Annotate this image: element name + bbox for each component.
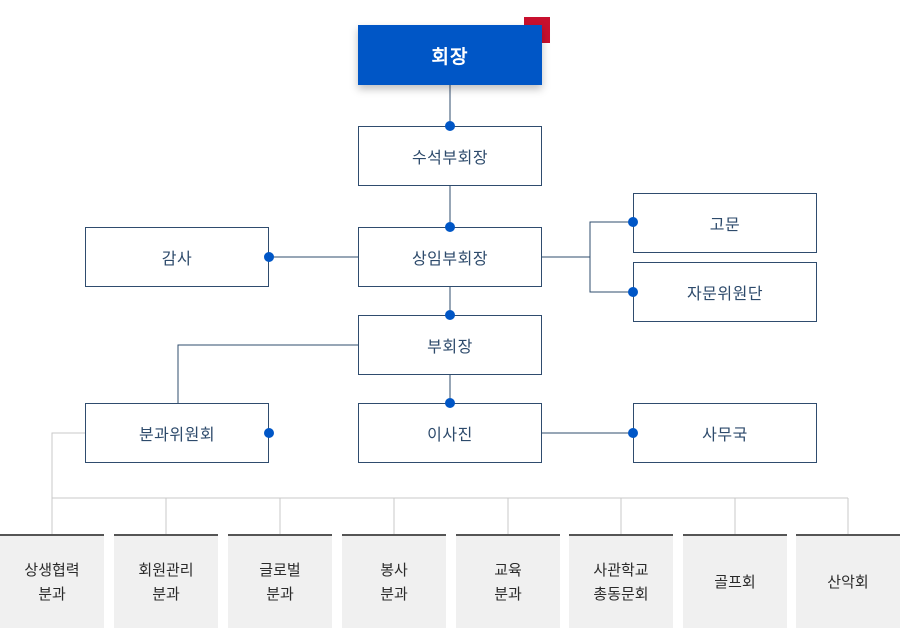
committee-line2: 분과 bbox=[152, 585, 180, 603]
vice-chairman-box: 부회장 bbox=[358, 315, 542, 375]
connector-dot bbox=[264, 252, 274, 262]
connector-dot bbox=[445, 398, 455, 408]
committee-box: 산악회 bbox=[796, 534, 900, 628]
connector-dot bbox=[264, 428, 274, 438]
committee-line2: 총동문회 bbox=[593, 585, 649, 603]
committee-line1: 회원관리 bbox=[138, 561, 194, 579]
secretariat-box: 사무국 bbox=[633, 403, 817, 463]
connector-dot bbox=[445, 121, 455, 131]
connector-dot bbox=[445, 310, 455, 320]
committee-line2: 분과 bbox=[38, 585, 66, 603]
senior-vice-chairman-label: 수석부회장 bbox=[411, 148, 489, 167]
auditor-box: 감사 bbox=[85, 227, 269, 287]
connector-dot bbox=[628, 287, 638, 297]
connector-dot bbox=[445, 222, 455, 232]
committee-line2: 분과 bbox=[494, 585, 522, 603]
committee-line1: 사관학교 bbox=[593, 561, 649, 579]
advisory-board-box: 자문위원단 bbox=[633, 262, 817, 322]
auditor-label: 감사 bbox=[161, 249, 193, 268]
subcommittee-board-box: 분과위원회 bbox=[85, 403, 269, 463]
committee-line2: 분과 bbox=[266, 585, 294, 603]
secretariat-label: 사무국 bbox=[702, 425, 748, 444]
vice-chairman-label: 부회장 bbox=[427, 337, 473, 356]
standing-vice-chairman-box: 상임부회장 bbox=[358, 227, 542, 287]
advisory-board-label: 자문위원단 bbox=[686, 284, 764, 303]
committee-line1: 산악회 bbox=[827, 573, 869, 591]
committee-line1: 골프회 bbox=[714, 573, 756, 591]
advisor-label: 고문 bbox=[709, 215, 741, 234]
standing-vice-chairman-label: 상임부회장 bbox=[411, 249, 489, 268]
chairman-label: 회장 bbox=[431, 45, 469, 68]
committee-line1: 봉사 bbox=[380, 561, 408, 579]
committee-line1: 교육 bbox=[494, 561, 522, 579]
committee-line2: 분과 bbox=[380, 585, 408, 603]
committee-line1: 글로벌 bbox=[259, 561, 301, 579]
board-of-directors-box: 이사진 bbox=[358, 403, 542, 463]
board-of-directors-label: 이사진 bbox=[427, 425, 473, 444]
committee-box: 골프회 bbox=[683, 534, 787, 628]
subcommittee-board-label: 분과위원회 bbox=[138, 425, 216, 444]
committee-line1: 상생협력 bbox=[24, 561, 80, 579]
connector-dot bbox=[628, 217, 638, 227]
advisor-box: 고문 bbox=[633, 193, 817, 253]
senior-vice-chairman-box: 수석부회장 bbox=[358, 126, 542, 186]
chairman-box: 회장 bbox=[358, 25, 542, 85]
connector-dot bbox=[628, 428, 638, 438]
